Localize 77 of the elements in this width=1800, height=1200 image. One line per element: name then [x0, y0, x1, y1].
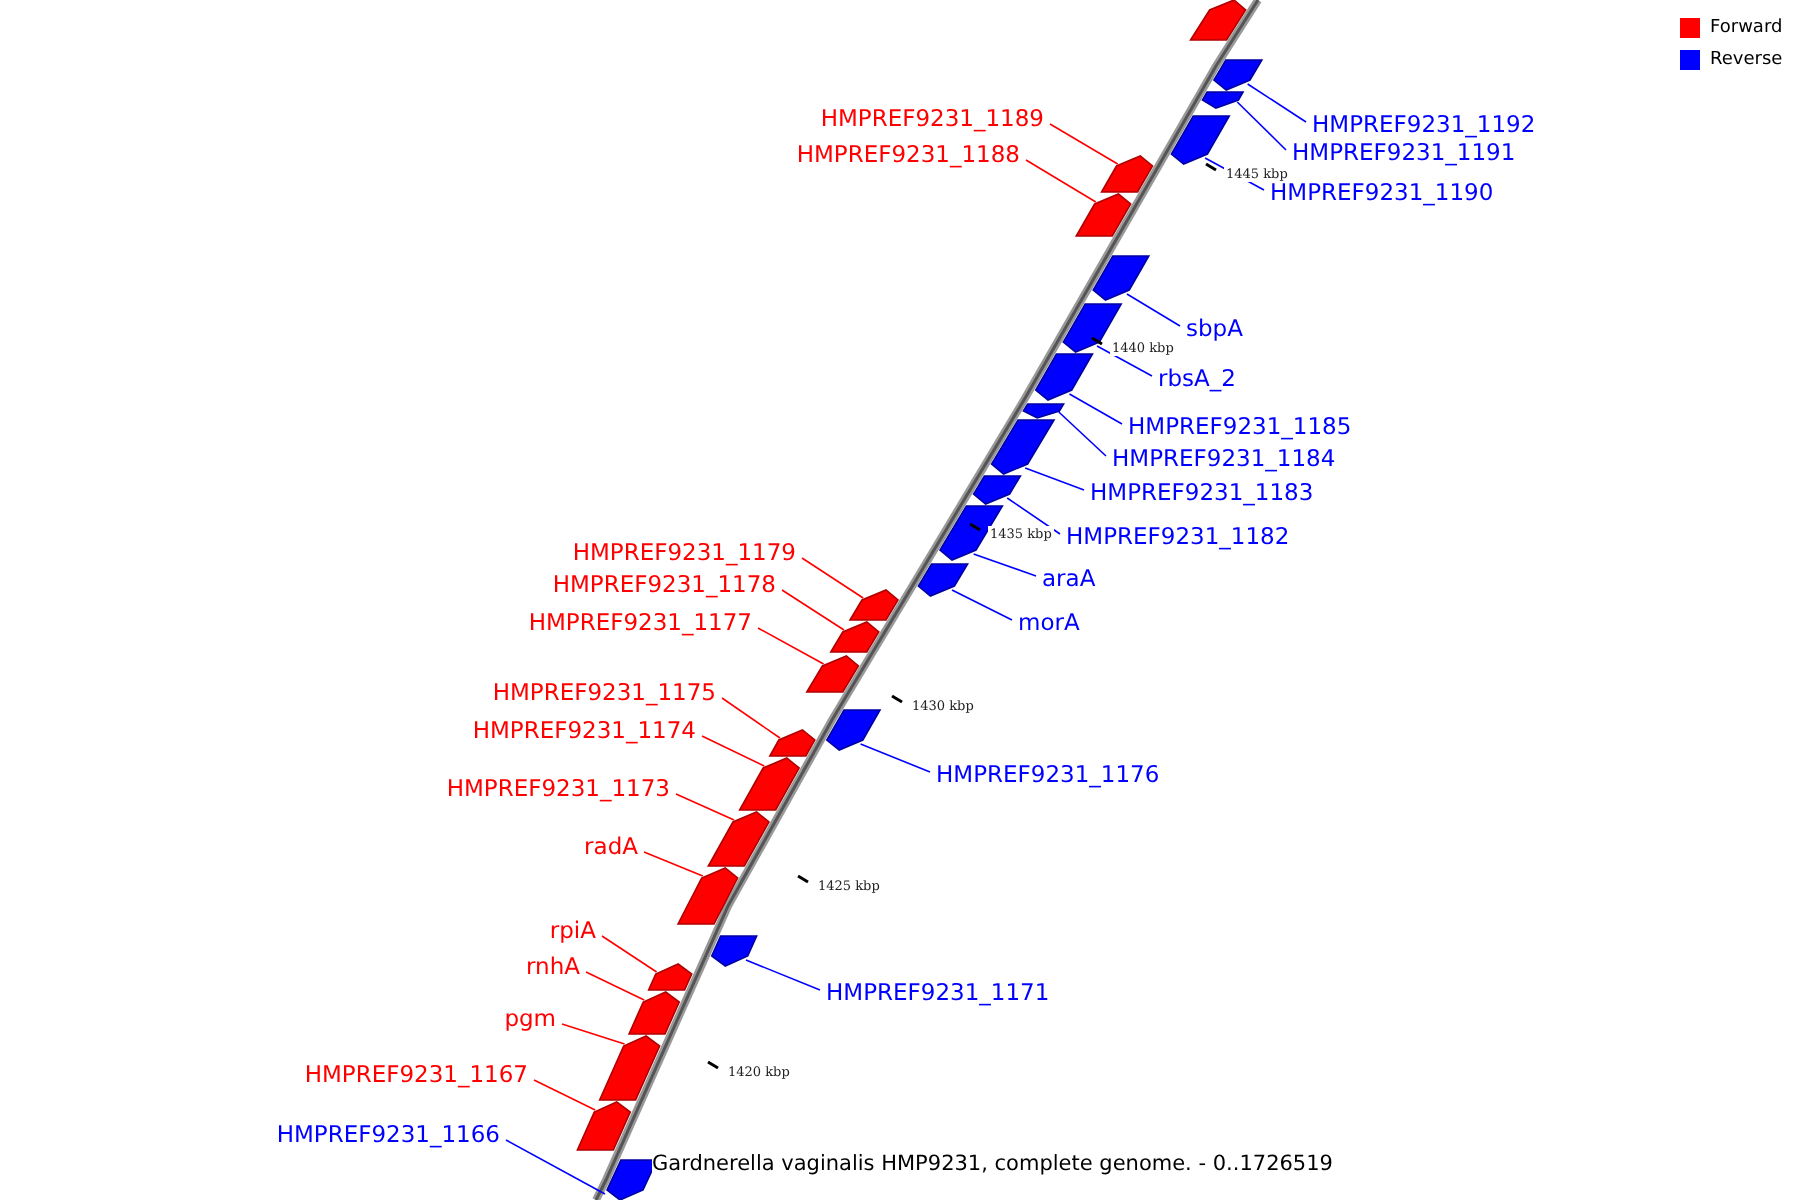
gene-label: morA — [1018, 610, 1080, 636]
gene-block — [1022, 403, 1065, 419]
gene-label: rnhA — [526, 954, 580, 980]
leader-line — [1058, 411, 1107, 457]
gene-label: HMPREF9231_1167 — [304, 1062, 528, 1088]
gene-block — [768, 729, 816, 757]
gene-block — [805, 655, 860, 693]
gene-block — [1201, 91, 1245, 109]
gene-block — [1170, 115, 1231, 165]
gene-label: radA — [584, 834, 638, 860]
gene-label: HMPREF9231_1182 — [1066, 524, 1290, 550]
gene-block — [1189, 0, 1247, 41]
leader-line — [561, 1023, 626, 1045]
gene-block — [676, 867, 739, 925]
leader-line — [1096, 345, 1153, 377]
gene-label: HMPREF9231_1183 — [1090, 480, 1314, 506]
gene-label: araA — [1042, 566, 1096, 592]
leader-line — [643, 851, 704, 877]
legend-label: Forward — [1710, 18, 1783, 40]
leader-line — [859, 743, 931, 773]
leader-line — [757, 627, 825, 665]
leader-line — [801, 557, 864, 599]
gene-label: sbpA — [1186, 316, 1243, 342]
gene-label: rbsA_2 — [1158, 366, 1236, 392]
leader-line — [1068, 393, 1123, 425]
gene-label: pgm — [504, 1006, 556, 1032]
gene-block — [710, 935, 758, 967]
gene-block — [917, 563, 969, 597]
gene-label: HMPREF9231_1192 — [1312, 112, 1536, 138]
gene-label: HMPREF9231_1188 — [796, 142, 1020, 168]
gene-label: HMPREF9231_1171 — [826, 980, 1050, 1006]
gene-label: HMPREF9231_1173 — [446, 776, 670, 802]
gene-block — [825, 709, 882, 751]
gene-label: HMPREF9231_1190 — [1270, 180, 1494, 206]
leader-line — [701, 735, 766, 767]
caption: Gardnerella vaginalis HMP9231, complete genome. - 0..1726519 — [652, 1152, 1333, 1178]
leader-line — [585, 971, 645, 1001]
leader-line — [533, 1079, 596, 1111]
gene-block — [848, 589, 900, 621]
leader-line — [601, 935, 658, 973]
leader-line — [1006, 497, 1061, 535]
gene-label: HMPREF9231_1184 — [1112, 446, 1336, 472]
gene-block — [972, 475, 1022, 505]
gene-label: HMPREF9231_1176 — [936, 762, 1160, 788]
gene-block — [1092, 255, 1151, 301]
leader-line — [505, 1139, 606, 1195]
leader-line — [951, 589, 1013, 621]
gene-label: HMPREF9231_1166 — [276, 1122, 500, 1148]
gene-block — [627, 991, 681, 1035]
gene-block — [707, 811, 770, 867]
leader-line — [745, 959, 821, 991]
leader-line — [1049, 123, 1119, 165]
gene-block — [576, 1101, 632, 1151]
gene-label: HMPREF9231_1178 — [552, 572, 776, 598]
leader-line — [1126, 293, 1181, 327]
leader-line — [972, 553, 1037, 577]
gene-block — [1100, 155, 1154, 193]
leader-line — [1236, 101, 1287, 151]
gene-label: HMPREF9231_1174 — [472, 718, 696, 744]
leader-line — [675, 793, 735, 821]
gene-label: rpiA — [549, 918, 596, 944]
gene-block — [829, 621, 880, 653]
gene-label: HMPREF9231_1179 — [572, 540, 796, 566]
gene-label: HMPREF9231_1185 — [1128, 414, 1352, 440]
gene-label: HMPREF9231_1189 — [820, 106, 1044, 132]
leader-line — [1025, 159, 1097, 203]
leader-line — [1246, 83, 1307, 123]
gene-label: HMPREF9231_1177 — [528, 610, 752, 636]
gene-block — [647, 963, 693, 991]
leader-line — [721, 697, 781, 739]
leader-line — [781, 589, 845, 631]
leader-line — [1024, 467, 1085, 491]
gene-label: HMPREF9231_1191 — [1292, 140, 1516, 166]
gene-block — [1074, 193, 1132, 237]
gene-block — [598, 1035, 661, 1101]
legend-label: Reverse — [1710, 50, 1783, 72]
gene-label: HMPREF9231_1175 — [492, 680, 716, 706]
